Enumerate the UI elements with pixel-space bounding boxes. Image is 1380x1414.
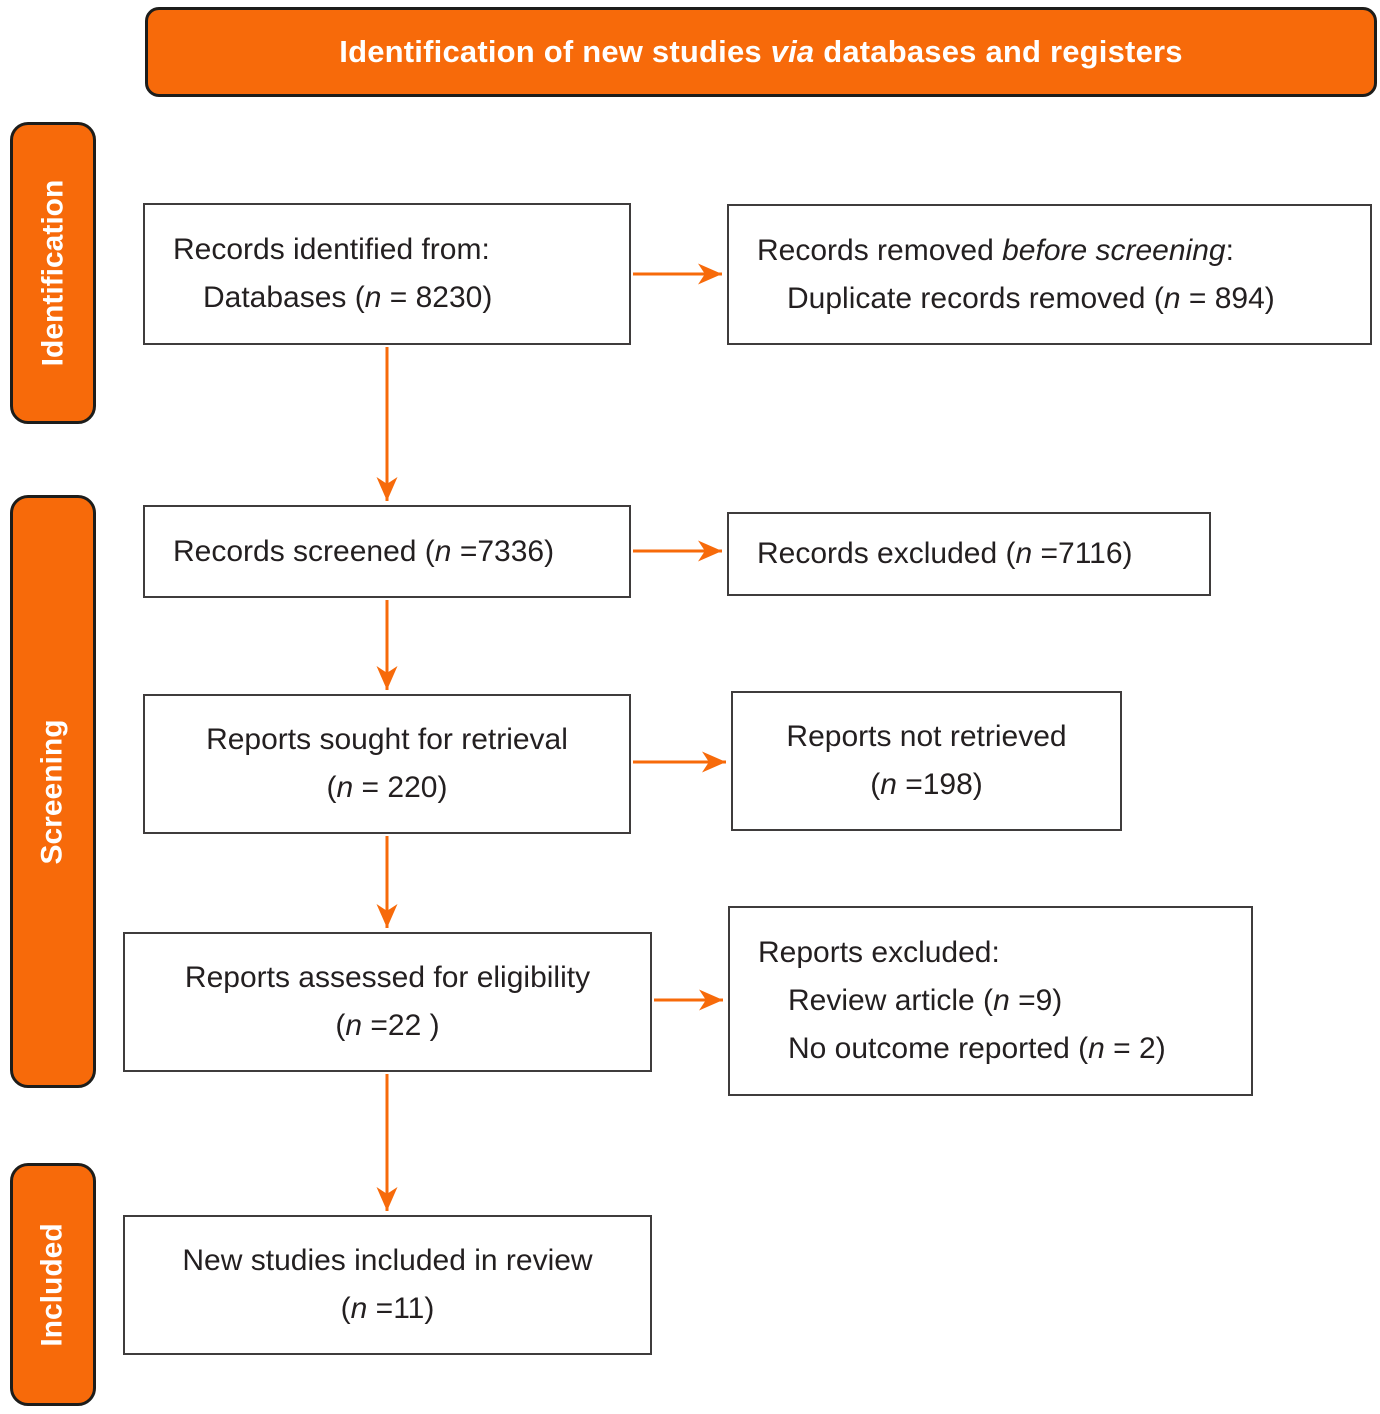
box-records-identified: Records identified from: Databases (n = … xyxy=(143,203,631,345)
box-text-line: New studies included in review xyxy=(182,1244,593,1277)
box-new-studies-included: New studies included in review (n =11) xyxy=(123,1215,652,1355)
box-text-line: (n =11) xyxy=(340,1292,435,1325)
box-text-line: No outcome reported (n = 2) xyxy=(788,1032,1166,1065)
box-records-screened: Records screened (n =7336) xyxy=(143,505,631,598)
box-text-line: Duplicate records removed (n = 894) xyxy=(787,281,1275,315)
box-text-line: Reports excluded: xyxy=(758,936,1000,969)
title-banner: Identification of new studies via databa… xyxy=(145,7,1377,97)
box-reports-not-retrieved: Reports not retrieved (n =198) xyxy=(731,691,1122,831)
box-text-line: Records identified from: xyxy=(173,233,490,266)
box-text-line: Review article (n =9) xyxy=(788,984,1063,1017)
box-text-line: Records screened (n =7336) xyxy=(173,534,555,568)
box-text-line: (n =22 ) xyxy=(335,1009,440,1042)
box-reports-assessed-for-eligibility: Reports assessed for eligibility (n =22 … xyxy=(123,932,652,1072)
title-text: Identification of new studies via databa… xyxy=(339,34,1183,69)
box-text-line: Databases (n = 8230) xyxy=(203,281,493,314)
box-text-line: Reports sought for retrieval xyxy=(206,723,568,756)
stage-label-text: Included xyxy=(36,1222,69,1347)
stage-label-text: Screening xyxy=(36,718,69,865)
box-text-line: Reports not retrieved xyxy=(786,720,1067,753)
box-reports-sought-for-retrieval: Reports sought for retrieval (n = 220) xyxy=(143,694,631,834)
box-reports-excluded: Reports excluded: Review article (n =9) … xyxy=(728,906,1253,1096)
stage-label-included: Included xyxy=(10,1163,96,1406)
box-records-removed-before-screening: Records removed before screening: Duplic… xyxy=(727,204,1372,345)
box-text-line: (n =198) xyxy=(870,768,983,801)
box-text-line: Records excluded (n =7116) xyxy=(757,537,1133,570)
box-records-excluded: Records excluded (n =7116) xyxy=(727,512,1211,596)
stage-label-screening: Screening xyxy=(10,495,96,1088)
box-text-line: Reports assessed for eligibility xyxy=(184,961,591,994)
box-text-line: (n = 220) xyxy=(326,771,448,804)
stage-label-text: Identification xyxy=(36,179,70,367)
stage-label-identification: Identification xyxy=(10,122,96,424)
box-text-line: Records removed before screening: xyxy=(757,233,1234,267)
